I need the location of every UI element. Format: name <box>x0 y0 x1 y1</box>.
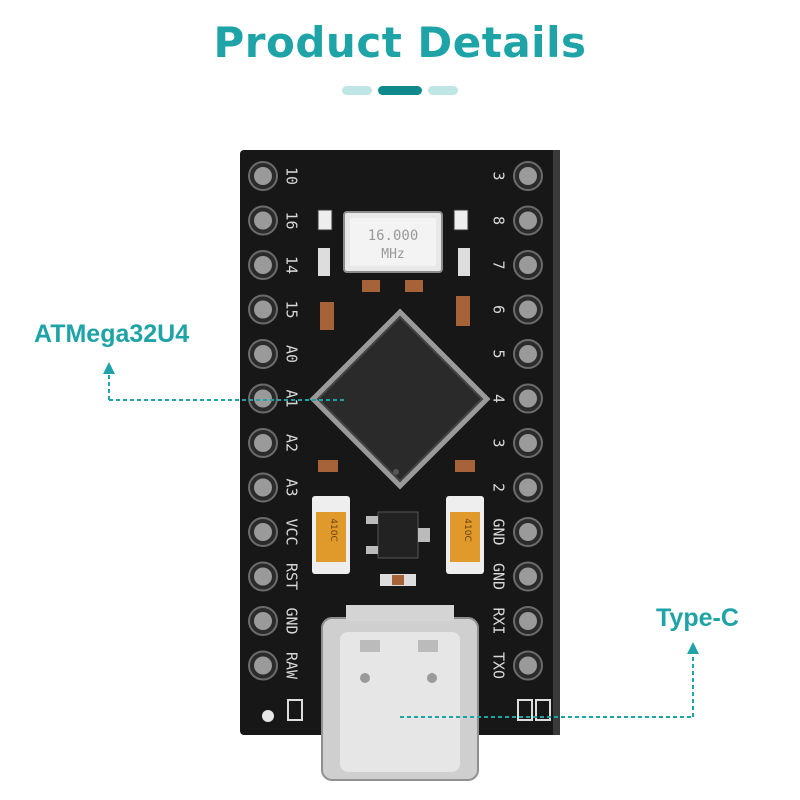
left-pin-5 <box>254 389 272 408</box>
led-left <box>318 248 330 276</box>
crystal-text-line1: 16.000 <box>368 228 419 244</box>
right-pin-3 <box>519 300 537 319</box>
right-pin-2 <box>519 256 537 274</box>
usb-callout-line <box>400 642 699 718</box>
mount-hole <box>262 710 274 722</box>
right-pin-4 <box>519 345 537 363</box>
usb-type-c-connector <box>321 605 479 781</box>
right-pin-10 <box>519 612 537 630</box>
left-pin-8 <box>254 523 272 541</box>
left-pin-11 <box>254 656 272 675</box>
usb-callout-label: Type-C <box>656 604 739 632</box>
dash-center <box>378 86 422 95</box>
tantalum-cap-left: 410C <box>312 496 350 574</box>
left-pin-label-3: 15 <box>283 300 301 318</box>
left-pin-label-11: RAW <box>283 652 301 680</box>
right-pin-label-0: 3 <box>490 171 508 180</box>
left-pin-3 <box>254 300 272 319</box>
atmega32u4-chip <box>309 308 491 490</box>
right-pin-label-1: 8 <box>490 216 508 225</box>
crystal-text-line2: MHz <box>381 247 404 262</box>
left-pin-6 <box>254 434 272 452</box>
tantalum-right-text: 410C <box>462 518 472 541</box>
left-pin-1 <box>254 211 272 230</box>
right-pin-8 <box>519 523 537 541</box>
left-pin-label-1: 16 <box>283 211 301 229</box>
smd-cap-5 <box>318 460 338 472</box>
left-pin-label-0: 10 <box>283 167 301 185</box>
crystal-top <box>350 218 436 266</box>
left-pin-label-9: RST <box>283 563 301 590</box>
resistor-2 <box>453 209 469 231</box>
smd-led-core <box>392 575 404 585</box>
left-pin-label-8: VCC <box>283 518 301 545</box>
right-pin-label-6: 3 <box>490 438 508 447</box>
chip-callout-line <box>103 362 345 401</box>
solder-pad-left <box>287 699 303 721</box>
left-pin-label-7: A3 <box>283 478 301 496</box>
left-pin-4 <box>254 345 272 363</box>
left-pin-label-2: 14 <box>283 256 301 274</box>
smd-cap-1 <box>362 280 380 292</box>
right-pin-label-5: 4 <box>490 394 508 403</box>
left-pin-label-4: A0 <box>283 345 301 363</box>
left-pin-0 <box>254 167 272 185</box>
voltage-regulator <box>366 511 430 559</box>
right-pin-label-7: 2 <box>490 483 508 492</box>
smd-cap-3 <box>320 302 334 330</box>
smd-cap-2 <box>405 280 423 292</box>
dash-left <box>342 86 372 95</box>
right-pin-0 <box>519 167 537 185</box>
right-pin-label-4: 5 <box>490 349 508 358</box>
pcb-edge <box>553 150 560 735</box>
right-pin-1 <box>519 211 537 230</box>
dash-right <box>428 86 458 95</box>
title-underline-dashes <box>0 86 800 96</box>
resistor-1 <box>317 209 333 231</box>
right-header-pins <box>513 161 543 681</box>
tantalum-left-text: 410C <box>328 518 338 541</box>
right-pin-label-11: TXO <box>490 652 508 679</box>
right-pin-label-9: GND <box>490 563 508 590</box>
smd-cap-6 <box>455 460 475 472</box>
chip-pin1-dot <box>393 469 399 475</box>
tantalum-cap-right: 410C <box>446 496 484 574</box>
smd-cap-4 <box>456 296 470 326</box>
right-pin-label-8: GND <box>490 518 508 545</box>
left-pin-2 <box>254 256 272 274</box>
solder-pad-right-1 <box>517 699 533 721</box>
left-pin-label-10: GND <box>283 607 301 634</box>
right-pin-label-10: RXI <box>490 607 508 634</box>
led-right <box>458 248 470 276</box>
left-pin-label-6: A2 <box>283 434 301 452</box>
right-pin-label-3: 6 <box>490 305 508 314</box>
chip-callout-label: ATMega32U4 <box>34 320 190 348</box>
right-pin-11 <box>519 656 537 675</box>
left-pin-7 <box>254 478 272 497</box>
right-pin-7 <box>519 478 537 497</box>
left-pin-label-5: A1 <box>283 389 301 407</box>
solder-pad-right-2 <box>535 699 551 721</box>
right-pin-label-2: 7 <box>490 260 508 269</box>
left-header-pins <box>248 161 278 681</box>
left-pin-10 <box>254 612 272 630</box>
page-title: Product Details <box>213 18 587 67</box>
left-pin-9 <box>254 567 272 586</box>
right-pin-5 <box>519 389 537 408</box>
right-pin-9 <box>519 567 537 586</box>
right-pin-6 <box>519 434 537 452</box>
